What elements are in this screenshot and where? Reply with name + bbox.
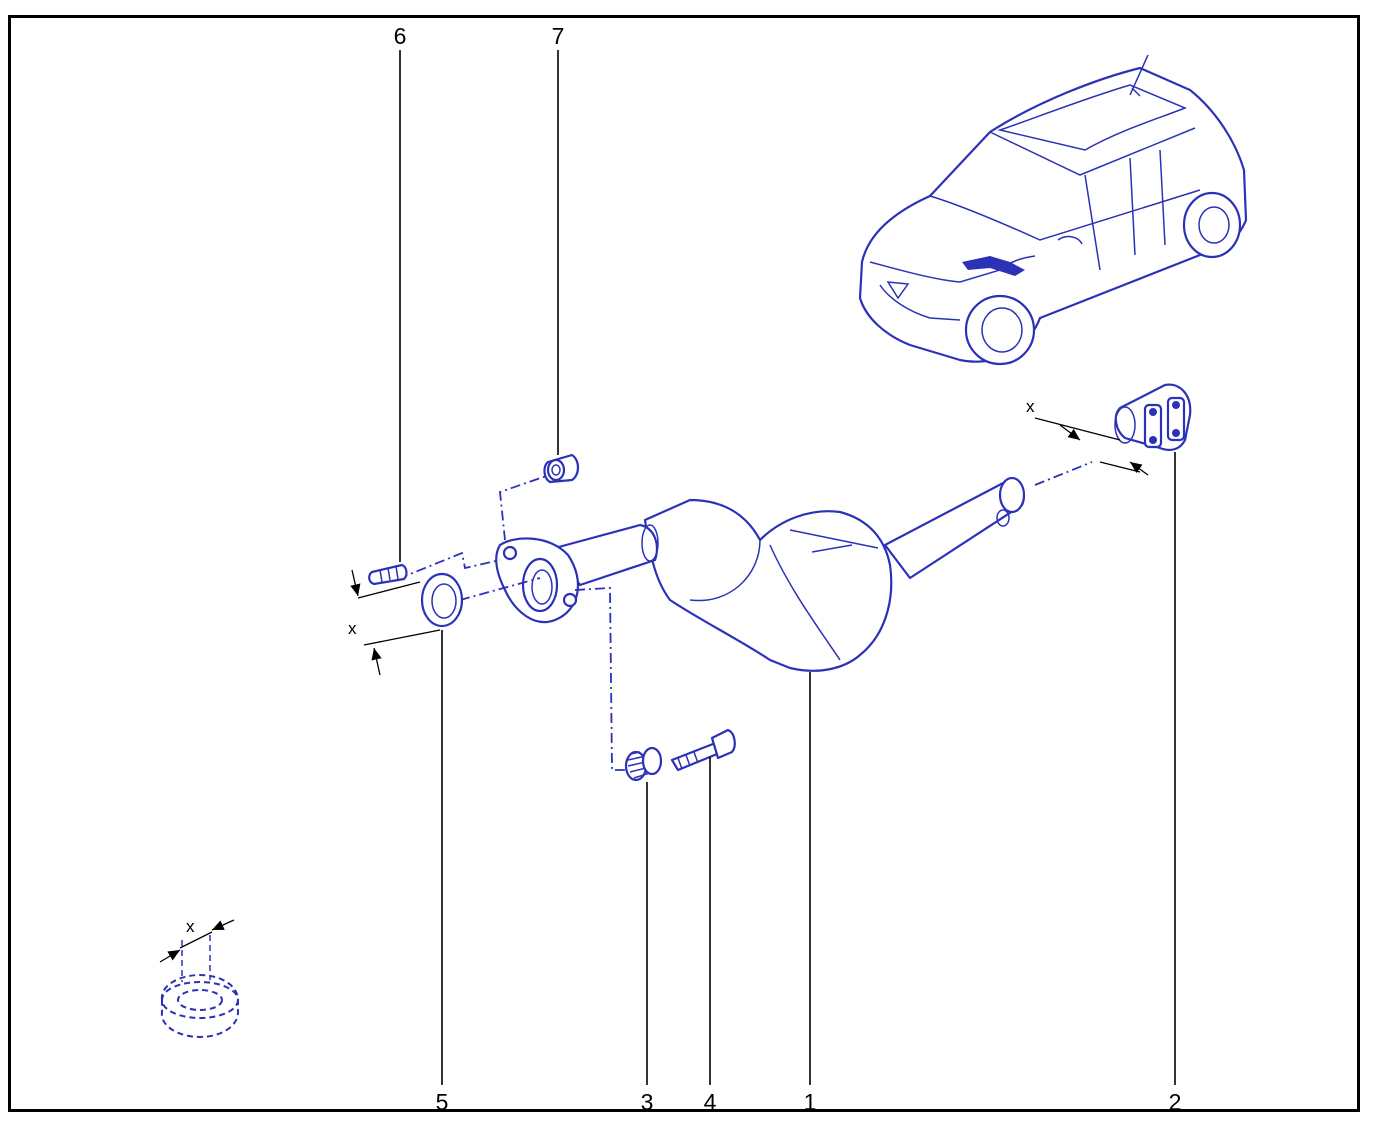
spring [624,746,663,782]
callout-numbers: 6 7 5 3 4 1 2 [394,23,1182,1115]
leader-lines [399,50,1176,1085]
callout-1: 1 [804,1089,817,1115]
diagram-frame [8,15,1360,1112]
left-dimension: x [348,569,441,676]
stud [368,563,408,586]
gasket-ring [420,572,464,628]
callout-4: 4 [704,1089,717,1115]
right-dimension: x [1026,397,1149,476]
exhaust-clamp [1114,383,1192,451]
bolt [670,728,736,772]
left-dimension-label: x [348,619,357,638]
callout-2: 2 [1169,1089,1182,1115]
flange-nut [543,453,580,484]
nut-dimension-label: x [186,917,195,936]
right-dimension-label: x [1026,397,1035,416]
nut-dimension: x [159,917,235,963]
car-illustration [858,54,1248,366]
callout-7: 7 [552,23,565,49]
callout-3: 3 [641,1089,654,1115]
dashed-nut [160,935,239,1039]
catalytic-converter [495,476,1026,672]
alignment-lines [397,461,1093,771]
callout-5: 5 [436,1089,449,1115]
callout-6: 6 [394,23,407,49]
